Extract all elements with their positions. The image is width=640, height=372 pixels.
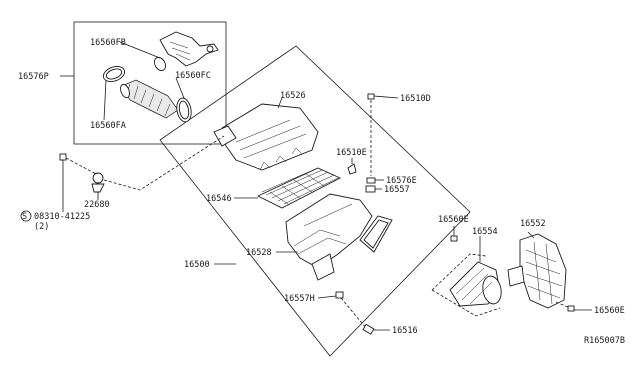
label-16516: 16516 [392,326,418,336]
label-16560E-a: 16560E [438,215,469,225]
label-16510D: 16510D [400,94,431,104]
intake-gasket [359,215,393,253]
leader-16560FC [175,77,185,99]
label-08310-qty: (2) [34,222,49,232]
leader-16552 [527,231,535,239]
duct-16554 [449,261,502,307]
panel-16552 [507,233,567,309]
screw-16560E-b [567,305,575,312]
air-cleaner-cover [213,103,319,171]
label-screw-symbol: S [22,212,27,222]
air-filter-element [256,167,342,209]
label-16560E-b: 16560E [594,306,625,316]
leader-16510D [373,95,399,99]
label-16552: 16552 [520,219,546,229]
grommet-16576E [366,177,376,184]
air-duct-hose [120,79,179,119]
clip-16510E [347,163,357,175]
label-16557: 16557 [384,185,410,195]
clamp-16560FA [102,65,126,83]
label-16526: 16526 [280,91,306,101]
dash-16516 [340,297,367,329]
main-assembly-boundary [159,45,471,357]
screw-16560E-a [450,235,458,242]
label-16510E: 16510E [336,148,367,158]
air-cleaner-lower-case [285,193,373,281]
leader-16560FA [103,79,107,121]
label-16560FA: 16560FA [90,121,126,131]
resonator-part [159,31,219,67]
leader-16560FB [119,41,161,59]
clamp-16560FC [176,97,192,123]
screw-symbol-icon [20,210,32,222]
diagram-code: R165007B [584,336,625,346]
label-16560FB: 16560FB [90,38,126,48]
bolt-16510D [367,93,375,100]
clamp-16560FB [153,56,167,72]
label-16528: 16528 [246,248,272,258]
label-16576E: 16576E [386,176,417,186]
label-08310-41225: 08310-41225 [34,212,90,222]
sensor-22680 [91,172,105,193]
leader-16526 [277,97,283,109]
bolt-08310 [59,153,67,161]
grommet-16557 [365,185,376,193]
label-22680: 22680 [84,200,110,210]
label-16560FC: 16560FC [175,71,211,81]
dash-16560E-b [555,301,571,309]
bolt-16516 [362,323,375,335]
dash-16554 [431,253,501,317]
label-16546: 16546 [206,194,232,204]
grommet-16557H [335,291,344,299]
label-16557H: 16557H [284,294,315,304]
dash-sensor [65,135,225,191]
inset-box [73,21,227,145]
label-16500: 16500 [184,260,210,270]
label-16554: 16554 [472,227,498,237]
label-16576P: 16576P [18,72,49,82]
leader-16557H [317,295,337,299]
